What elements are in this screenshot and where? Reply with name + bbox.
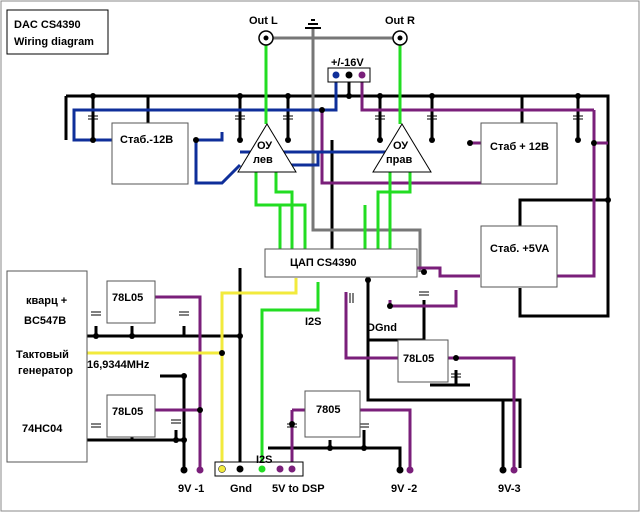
- terminal-9v3-pos: [510, 466, 518, 474]
- clock-label-1: кварц +: [26, 295, 67, 307]
- stab-5va-label: Стаб. +5VA: [490, 243, 549, 255]
- output-left-jack: [258, 30, 274, 46]
- regulator-mid: [106, 394, 156, 438]
- terminal-9v2-gnd: [396, 466, 404, 474]
- clock-generator-block: [6, 270, 88, 463]
- terminal-9v1-pos: [196, 466, 204, 474]
- regulator-top-label: 78L05: [112, 292, 143, 304]
- stab-5va-block: [480, 225, 558, 288]
- output-right-label: Out R: [385, 15, 415, 27]
- opamp-left-symbol: [237, 123, 297, 173]
- clock-label-2: BC547B: [24, 315, 66, 327]
- power-neg-pin: [332, 71, 340, 79]
- opamp-right-line1: ОУ: [393, 140, 408, 152]
- title-line1: DAC CS4390: [14, 19, 81, 31]
- opamp-left-line1: ОУ: [257, 140, 272, 152]
- regulator-7805: [304, 390, 361, 438]
- capacitors: [88, 115, 583, 428]
- label-gnd: Gnd: [230, 483, 252, 495]
- power-pos-pin: [358, 71, 366, 79]
- opamp-right-line2: прав: [386, 154, 412, 166]
- label-9v2: 9V -2: [391, 483, 417, 495]
- terminal-9v1-gnd: [180, 466, 188, 474]
- terminal-9v2-pos: [406, 466, 414, 474]
- dac-label: ЦАП CS4390: [290, 257, 357, 269]
- stab-pos12-block: [480, 122, 558, 185]
- ground-symbol: [305, 19, 321, 29]
- clock-label-5: 74HC04: [22, 423, 63, 435]
- connector-pin-gnd: [236, 465, 244, 473]
- regulator-top: [106, 280, 156, 324]
- label-dsp: 5V to DSP: [272, 483, 325, 495]
- output-left-label: Out L: [249, 15, 278, 27]
- clock-frequency: 16,9344MHz: [87, 359, 150, 371]
- title-box: [6, 9, 109, 55]
- regulator-7805-label: 7805: [316, 404, 340, 416]
- clock-label-4: генератор: [18, 365, 73, 377]
- power-input-label: +/-16V: [331, 57, 364, 69]
- opamp-left-line2: лев: [253, 154, 273, 166]
- label-9v1: 9V -1: [178, 483, 204, 495]
- connector-pin-5v-b: [288, 465, 296, 473]
- clock-label-3: Тактовый: [16, 349, 69, 361]
- audio-wires: [254, 44, 412, 470]
- connector-pin-5v-a: [276, 465, 284, 473]
- stab-pos12-label: Стаб + 12В: [490, 141, 549, 153]
- regulator-right-body: [397, 339, 449, 383]
- i2s-label-top: I2S: [305, 316, 322, 328]
- stab-neg12-block: [111, 122, 189, 185]
- output-right-jack: [392, 30, 408, 46]
- opamp-right-symbol: [372, 123, 432, 173]
- stab-neg12-label: Стаб.-12В: [120, 134, 173, 146]
- dac-chip: [264, 248, 418, 278]
- connector-pin-i2s: [258, 465, 266, 473]
- regulator-right-label: 78L05: [403, 353, 434, 365]
- connector-pin-clk: [218, 465, 226, 473]
- i2s-wires: [87, 278, 298, 470]
- title-line2: Wiring diagram: [14, 36, 94, 48]
- i2s-label-bottom: I2S: [256, 454, 273, 466]
- label-9v3: 9V-3: [498, 483, 521, 495]
- power-gnd-pin: [345, 71, 353, 79]
- regulator-mid-label: 78L05: [112, 406, 143, 418]
- dgnd-label: DGnd: [367, 322, 397, 334]
- ground-wires: [64, 74, 610, 470]
- junction-dots: [90, 93, 611, 451]
